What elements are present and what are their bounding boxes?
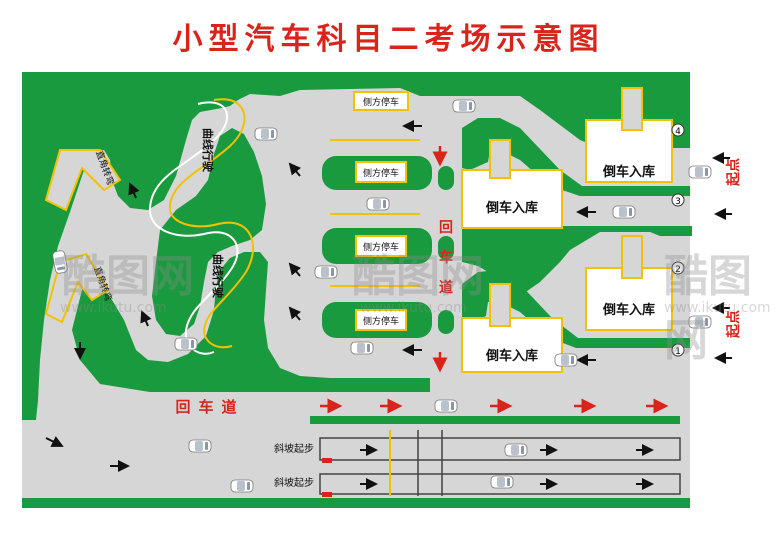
reverse-parking-block-upper [462,118,690,196]
label-reverse-parking-3: 倒车入库 [602,302,655,318]
car-10 [174,337,198,351]
car-1 [452,99,476,113]
bottom-curb [22,498,690,508]
car-2 [254,127,278,141]
station-marker-1: 1 [671,343,685,357]
svg-text:1: 1 [675,347,681,357]
car-7 [612,205,636,219]
station-marker-4: 4 [671,123,685,137]
label-reverse-parking-1: 倒车入库 [602,164,655,180]
page-title: 小型汽车科目二考场示意图 [172,22,605,57]
svg-text:3: 3 [675,197,681,207]
label-return-road-v3: 道 [439,279,453,296]
car-9 [554,353,578,367]
station-marker-2: 2 [671,261,685,275]
grass-block-northwest [22,72,432,420]
car-15 [504,443,528,457]
car-13 [188,439,212,453]
label-reverse-parking-2: 倒车入库 [485,200,538,216]
car-3 [366,197,390,211]
label-start-point-lower: 起点 [725,310,742,339]
car-5 [350,341,374,355]
svg-text:2: 2 [675,265,681,275]
car-16 [490,475,514,489]
label-hill-start-2: 斜坡起步 [274,476,314,489]
label-curve-driving-lower: 曲线行驶 [211,254,225,299]
hill-start-top-strip [310,416,680,424]
label-side-parking-1: 侧方停车 [363,96,399,108]
label-curve-driving-upper: 曲线行驶 [201,128,215,173]
reverse-parking-block-lower [462,226,692,300]
car-8 [688,315,712,329]
grass-block-west [72,252,430,392]
label-start-point-upper: 起点 [725,158,742,187]
car-4 [314,265,338,279]
label-return-road-v1: 回 [439,220,453,236]
label-side-parking-4: 侧方停车 [363,315,399,327]
svg-text:4: 4 [675,127,681,137]
label-hill-start-1: 斜坡起步 [274,442,314,455]
label-return-road-horizontal: 回车道 [175,398,244,416]
label-side-parking-2: 侧方停车 [363,167,399,179]
label-reverse-parking-4: 倒车入库 [485,348,538,364]
station-marker-3: 3 [671,193,685,207]
car-14 [230,479,254,493]
label-return-road-v2: 车 [439,249,453,266]
label-side-parking-3: 侧方停车 [363,241,399,253]
car-12 [434,399,458,413]
car-6 [688,165,712,179]
reverse-parking-block-bottom [462,270,690,348]
